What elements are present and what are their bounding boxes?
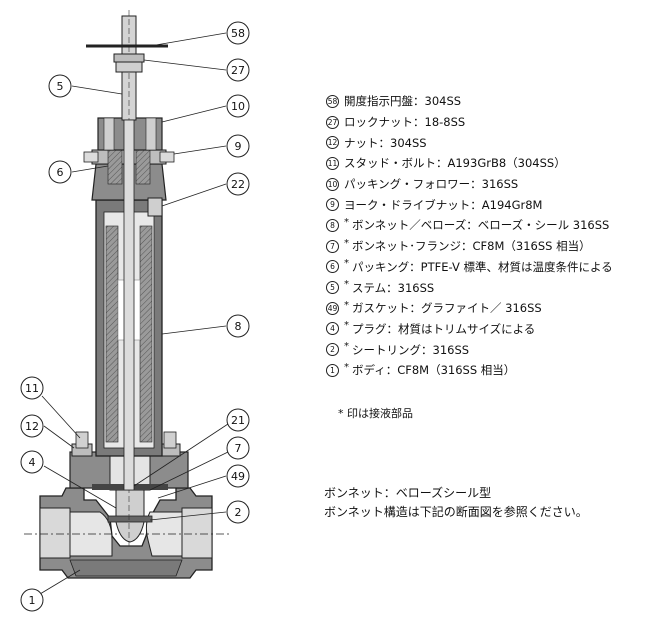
part-row: 11 スタッド・ボルト：A193GrB8（304SS）: [326, 153, 661, 174]
part-row: 4 *プラグ：材質はトリムサイズによる: [326, 319, 661, 340]
callout-5: 5: [57, 80, 64, 93]
callout-2: 2: [235, 506, 242, 519]
part-description: ロックナット：18-8SS: [344, 115, 466, 130]
callout-1: 1: [29, 594, 36, 607]
part-description: スタッド・ボルト：A193GrB8（304SS）: [344, 156, 566, 171]
part-number-badge: 5: [326, 281, 339, 295]
part-number-badge: 11: [326, 156, 339, 170]
part-row: 7 *ボンネット･フランジ：CF8M（316SS 相当）: [326, 236, 661, 257]
callout-6: 6: [57, 166, 64, 179]
part-description: ボディ：CF8M（316SS 相当）: [352, 363, 516, 378]
part-number-badge: 58: [326, 94, 339, 108]
bonnet-type-text: ボンネット：ベローズシール型: [324, 486, 492, 500]
callout-11: 11: [25, 382, 39, 395]
wetted-mark: *: [344, 237, 349, 249]
part-row: 6 *パッキング：PTFE-V 標準、材質は温度条件による: [326, 257, 661, 278]
part-description: ナット：304SS: [344, 135, 427, 150]
part-row: 2 *シートリング：316SS: [326, 339, 661, 360]
part-row: 27 ロックナット：18-8SS: [326, 112, 661, 133]
part-row: 49 *ガスケット：グラファイト／ 316SS: [326, 298, 661, 319]
part-description: シートリング：316SS: [352, 342, 470, 357]
part-description: プラグ：材質はトリムサイズによる: [352, 321, 536, 336]
part-number-badge: 4: [326, 322, 339, 336]
part-description: パッキング：PTFE-V 標準、材質は温度条件による: [352, 259, 613, 274]
part-number-badge: 6: [326, 260, 339, 274]
part-description: ヨーク・ドライブナット：A194Gr8M: [344, 197, 543, 212]
bonnet-description: ボンネット：ベローズシール型 ボンネット構造は下記の断面図を参照ください。: [324, 484, 588, 522]
callouts: 58 27 5 10 9 6 22 8 11 12 4 21: [20, 21, 250, 612]
part-number-badge: 9: [326, 198, 339, 212]
part-description: ガスケット：グラファイト／ 316SS: [352, 301, 542, 316]
callout-22: 22: [231, 178, 245, 191]
part-number-badge: 10: [326, 177, 339, 191]
part-description: 開度指示円盤：304SS: [344, 94, 462, 109]
wetted-mark: *: [344, 341, 349, 353]
part-row: 8 *ボンネット／ベローズ：ベローズ・シール 316SS: [326, 215, 661, 236]
wetted-mark: *: [344, 299, 349, 311]
part-description: ボンネット･フランジ：CF8M（316SS 相当）: [352, 239, 591, 254]
callout-7: 7: [235, 442, 242, 455]
part-row: 1 *ボディ：CF8M（316SS 相当）: [326, 360, 661, 381]
callout-21: 21: [231, 414, 245, 427]
part-number-badge: 2: [326, 343, 339, 357]
callout-12: 12: [25, 420, 39, 433]
part-number-badge: 27: [326, 115, 339, 129]
part-row: 10 パッキング・フォロワー：316SS: [326, 174, 661, 195]
part-row: 9 ヨーク・ドライブナット：A194Gr8M: [326, 194, 661, 215]
part-description: ボンネット／ベローズ：ベローズ・シール 316SS: [352, 218, 610, 233]
bonnet-reference-text: ボンネット構造は下記の断面図を参照ください。: [324, 505, 588, 519]
callout-58: 58: [231, 27, 245, 40]
wetted-parts-note: * 印は接液部品: [338, 407, 413, 420]
part-row: 58 開度指示円盤：304SS: [326, 91, 661, 112]
callout-9: 9: [235, 140, 242, 153]
wetted-mark: *: [344, 216, 349, 228]
part-number-badge: 7: [326, 239, 339, 253]
callout-8: 8: [235, 320, 242, 333]
stem: [86, 10, 168, 546]
plug-and-seat: [107, 489, 153, 543]
callout-4: 4: [29, 456, 36, 469]
callout-49: 49: [231, 470, 245, 483]
wetted-mark: *: [344, 361, 349, 373]
part-row: 5 *ステム：316SS: [326, 277, 661, 298]
callout-10: 10: [231, 100, 245, 113]
part-row: 12 ナット：304SS: [326, 132, 661, 153]
part-description: ステム：316SS: [352, 280, 435, 295]
wetted-mark: *: [344, 279, 349, 291]
part-number-badge: 8: [326, 218, 339, 232]
part-number-badge: 12: [326, 136, 339, 150]
callout-27: 27: [231, 64, 245, 77]
part-description: パッキング・フォロワー：316SS: [344, 177, 519, 192]
part-number-badge: 1: [326, 363, 339, 377]
valve-body: [24, 487, 230, 579]
wetted-mark: *: [344, 320, 349, 332]
part-number-badge: 49: [326, 301, 339, 315]
wetted-mark: *: [344, 258, 349, 270]
valve-cross-section-diagram: 58 27 5 10 9 6 22 8 11 12 4 21: [20, 10, 250, 612]
